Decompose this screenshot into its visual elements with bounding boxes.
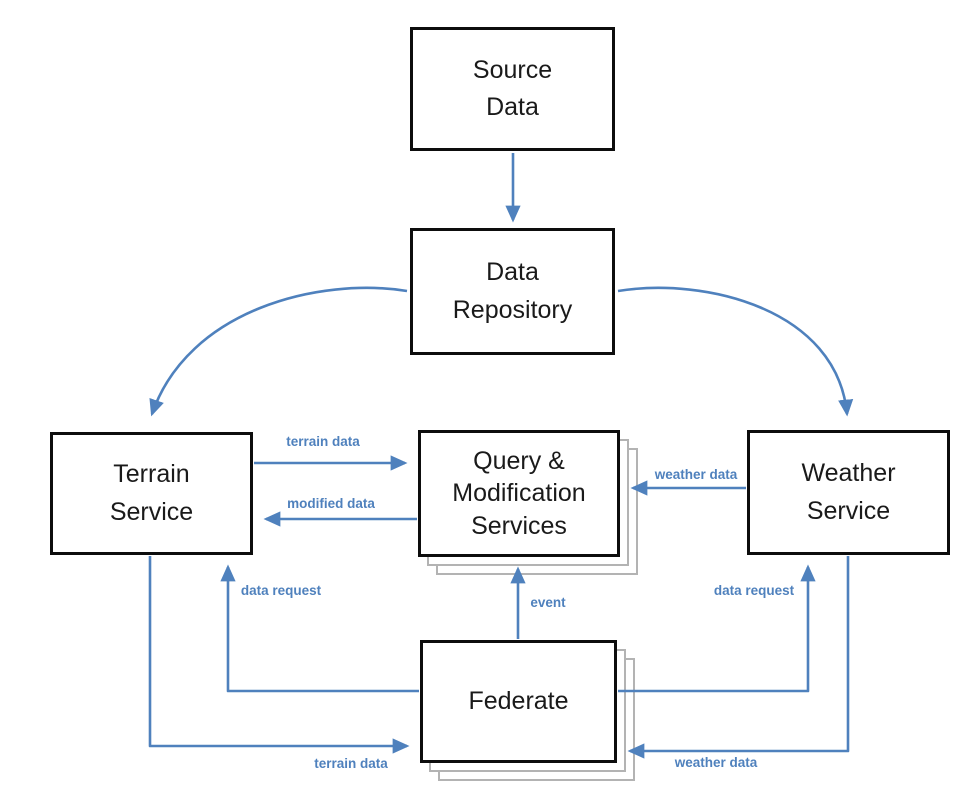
node-query-modification-services-label: Query & Modification Services: [452, 446, 586, 540]
arrow-terrain-to-federate-data: [148, 556, 410, 754]
node-data-repository: Data Repository: [410, 228, 615, 355]
arrow-federate-to-terrain-request: [220, 564, 419, 693]
edge-label-terrain-data-bottom: terrain data: [314, 756, 388, 771]
edge-label-weather-data-bottom: weather data: [674, 755, 758, 770]
node-source-data-label: Source Data: [472, 55, 553, 122]
edge-label-modified-data: modified data: [287, 496, 375, 511]
arrow-weather-to-federate-data: [627, 556, 850, 759]
edge-label-data-request-left: data request: [240, 583, 322, 598]
node-weather-service: Weather Service: [747, 430, 950, 555]
edge-label-event: event: [530, 595, 566, 610]
node-terrain-service: Terrain Service: [50, 432, 253, 555]
arrow-repository-to-terrain: [149, 286, 408, 417]
node-data-repository-label: Data Repository: [452, 258, 573, 324]
node-federate-label: Federate: [468, 686, 569, 715]
node-terrain-service-label: Terrain Service: [109, 460, 194, 526]
edge-label-data-request-right: data request: [713, 583, 795, 598]
edge-label-terrain-data-top: terrain data: [286, 434, 360, 449]
arrow-repository-to-weather: [617, 286, 854, 417]
node-query-modification-services: Query & Modification Services: [418, 430, 620, 557]
node-source-data: Source Data: [410, 27, 615, 151]
edge-label-weather-data-top: weather data: [654, 467, 738, 482]
arrow-federate-to-weather-request: [618, 564, 816, 693]
node-federate: Federate: [420, 640, 617, 763]
node-weather-service-label: Weather Service: [801, 459, 896, 525]
